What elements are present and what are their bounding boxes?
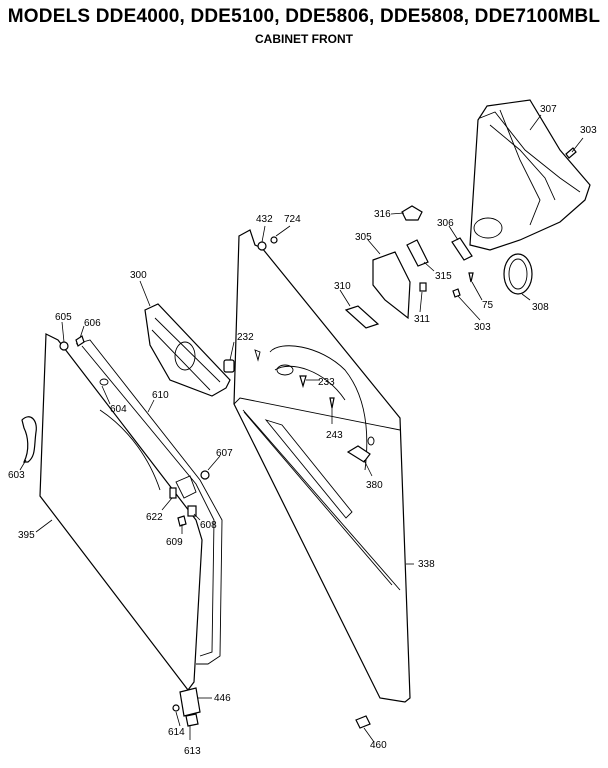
part-608-strike (187, 505, 197, 517)
page-subtitle: CABINET FRONT (255, 32, 353, 46)
callout-613: 613 (184, 746, 201, 757)
callout-614: 614 (168, 727, 185, 738)
callout-308: 308 (532, 302, 549, 313)
callout-305: 305 (355, 232, 372, 243)
callout-303-top: 303 (580, 125, 597, 136)
callout-605: 605 (55, 312, 72, 323)
part-446-hinge (179, 687, 201, 717)
part-605-plug (59, 341, 69, 351)
callout-380: 380 (366, 480, 383, 491)
callout-604: 604 (110, 404, 127, 415)
callout-395: 395 (18, 530, 35, 541)
part-308-seal-ring (503, 253, 533, 295)
part-380-switch (346, 436, 375, 463)
part-310-strip (344, 305, 380, 329)
callout-724: 724 (284, 214, 301, 225)
part-303-screw-top (565, 147, 577, 159)
part-614-screw (172, 704, 180, 712)
callout-603: 603 (8, 470, 25, 481)
callout-75: 75 (482, 300, 494, 311)
part-613-bracket (185, 713, 199, 727)
callout-609: 609 (166, 537, 183, 548)
callout-232: 232 (237, 332, 254, 343)
callout-300: 300 (130, 270, 147, 281)
part-622-latch (169, 487, 177, 499)
part-609-screw (177, 515, 187, 527)
callout-243: 243 (326, 430, 343, 441)
callout-606: 606 (84, 318, 101, 329)
part-232-knob (223, 359, 235, 373)
part-724-screw (270, 236, 278, 244)
callout-307: 307 (540, 104, 557, 115)
part-305-plate (372, 251, 411, 320)
part-303-screw-small (452, 288, 461, 298)
callout-315: 315 (435, 271, 452, 282)
part-316-bracket (401, 205, 423, 221)
part-233-screw (299, 375, 307, 389)
part-306-switch (451, 237, 473, 261)
callout-316: 316 (374, 209, 391, 220)
part-315-bracket (406, 239, 429, 267)
part-607-nut (200, 470, 210, 480)
part-307-top-bulkhead (469, 99, 591, 251)
callout-460: 460 (370, 740, 387, 751)
callout-622: 622 (146, 512, 163, 523)
part-460-screw (355, 715, 371, 729)
callout-310: 310 (334, 281, 351, 292)
part-243-screw (329, 397, 335, 409)
part-395-door (39, 333, 223, 691)
page-title: MODELS DDE4000, DDE5100, DDE5806, DDE580… (7, 6, 601, 27)
callout-311: 311 (414, 314, 430, 325)
part-75-pin (468, 272, 474, 283)
callout-608: 608 (200, 520, 217, 531)
leader-lines (19, 114, 584, 743)
callout-607: 607 (216, 448, 233, 459)
callout-233: 233 (318, 377, 335, 388)
part-603-handle (21, 416, 37, 463)
callout-432: 432 (256, 214, 273, 225)
part-432-clip (257, 241, 267, 251)
part-300-control-tray (144, 303, 231, 397)
callout-610: 610 (152, 390, 169, 401)
part-311-clip (419, 282, 427, 292)
part-338-front-panel (233, 229, 411, 703)
callout-446: 446 (214, 693, 231, 704)
callout-338: 338 (418, 559, 435, 570)
callout-306: 306 (437, 218, 454, 229)
callout-303-lower: 303 (474, 322, 491, 333)
